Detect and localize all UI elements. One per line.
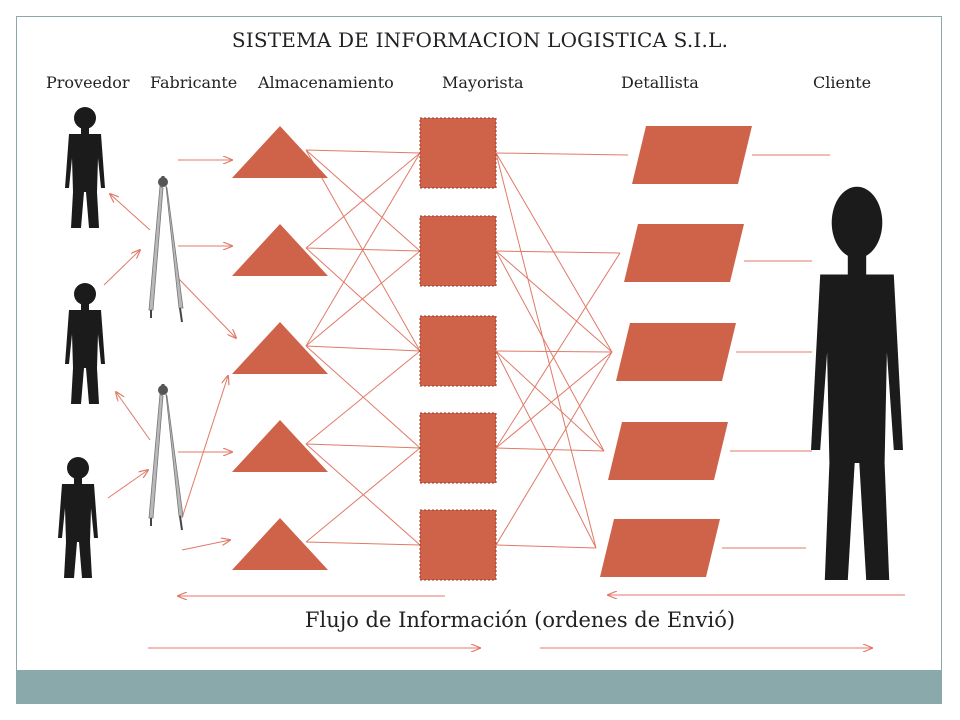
column-label-almacenamiento: Almacenamiento [258, 73, 394, 92]
connector-wholesaler-retailer [495, 350, 605, 452]
connector-wholesaler-retailer [495, 447, 605, 452]
arrow-to-supplier [110, 194, 151, 231]
connector-wholesaler-retailer [495, 544, 597, 549]
wholesaler-square [419, 509, 497, 581]
wholesaler-square [419, 117, 497, 189]
warehouse-triangle [232, 420, 328, 472]
warehouse-triangle [232, 322, 328, 374]
connector-wholesaler-retailer [495, 350, 597, 549]
arrow-to-factory [103, 250, 140, 286]
connector-warehouse-wholesaler [305, 443, 421, 449]
supplier-silhouette [65, 283, 105, 404]
warehouse-triangle [232, 126, 328, 178]
retailer-parallelogram [624, 224, 744, 282]
connector-warehouse-wholesaler [305, 447, 421, 543]
supplier-silhouette [65, 107, 105, 228]
arrow-to-warehouse [177, 277, 236, 338]
connector-warehouse-wholesaler [305, 541, 421, 546]
retailer-parallelogram [616, 323, 736, 381]
connector-wholesaler-retailer [495, 252, 621, 449]
arrow-to-warehouse [181, 376, 228, 519]
warehouse-triangle [232, 224, 328, 276]
column-label-fabricante: Fabricante [150, 73, 238, 92]
connector-wholesaler-retailer [495, 152, 613, 353]
arrow-to-warehouse [181, 540, 230, 551]
connector-wholesaler-retailer [495, 351, 613, 546]
connector-warehouse-wholesaler [305, 149, 421, 352]
supplier-silhouette [58, 457, 98, 578]
arrow-to-factory [107, 470, 148, 499]
wholesaler-square [419, 215, 497, 287]
connector-wholesaler-retailer [495, 351, 613, 449]
column-label-detallista: Detallista [621, 73, 699, 92]
connector-warehouse-wholesaler [305, 149, 421, 154]
column-label-mayorista: Mayorista [442, 73, 524, 92]
connector-warehouse-wholesaler [305, 247, 421, 352]
footer-bar [16, 670, 942, 704]
retailer-parallelogram [632, 126, 752, 184]
connector-wholesaler-retailer [495, 350, 613, 353]
connector-warehouse-wholesaler [305, 345, 421, 352]
diagram-title: SISTEMA DE INFORMACION LOGISTICA S.I.L. [231, 28, 729, 52]
arrow-to-supplier [116, 392, 151, 441]
connector-warehouse-wholesaler [305, 350, 421, 445]
connector-warehouse-wholesaler [305, 152, 421, 249]
warehouse-triangle [232, 518, 328, 570]
connector-warehouse-wholesaler [305, 247, 421, 252]
connector-wholesaler-retailer [495, 152, 629, 156]
factory-compass [148, 175, 184, 323]
connector-wholesaler-retailer [495, 250, 613, 353]
retailer-parallelogram [608, 422, 728, 480]
wholesaler-square [419, 412, 497, 484]
flow-caption: Flujo de Información (ordenes de Envió) [304, 608, 736, 632]
connector-warehouse-wholesaler [305, 250, 421, 347]
retailer-parallelogram [600, 519, 720, 577]
connector-wholesaler-retailer [495, 250, 621, 254]
factory-compass [148, 383, 184, 531]
column-label-cliente: Cliente [813, 73, 872, 92]
wholesaler-square [419, 315, 497, 387]
column-label-proveedor: Proveedor [46, 73, 130, 92]
connector-wholesaler-retailer [495, 152, 597, 549]
client-silhouette [811, 186, 903, 580]
